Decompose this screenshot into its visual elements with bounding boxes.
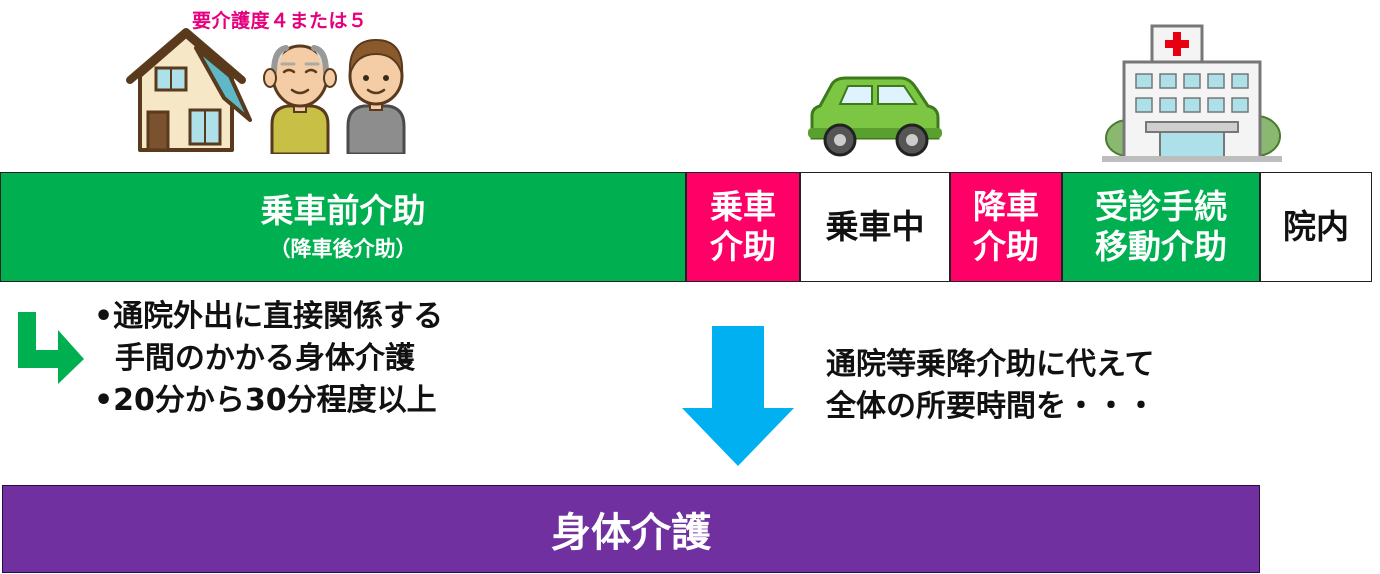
segment-pre-ride-subtitle: （降車後介助） [269, 237, 417, 262]
segment-reception-line2: 移動介助 [1095, 227, 1227, 266]
segment-in-hospital: 院内 [1260, 172, 1372, 282]
condition-line-3: •20分から30分程度以上 [94, 383, 437, 418]
physical-care-result: 身体介護 [2, 485, 1260, 573]
segment-pre-ride-title: 乗車前介助 [260, 191, 426, 231]
segment-reception-line1: 受診手続 [1095, 186, 1227, 226]
segment-alighting-line1: 降車 [973, 186, 1039, 226]
replacement-note-line-2: 全体の所要時間を・・・ [826, 389, 1156, 424]
segment-boarding-line2: 介助 [710, 227, 776, 266]
caregiver-icon [346, 38, 406, 154]
segment-alighting-line2: 介助 [973, 227, 1039, 266]
car-icon [808, 76, 942, 157]
elderly-man-icon [263, 44, 337, 154]
segment-in-car: 乗車中 [800, 172, 950, 282]
segment-reception-assistance: 受診手続 移動介助 [1062, 172, 1260, 282]
segment-in-hospital-label: 院内 [1283, 206, 1349, 246]
segment-pre-ride-assistance: 乗車前介助 （降車後介助） [0, 172, 686, 282]
physical-care-label: 身体介護 [551, 510, 711, 556]
segment-in-car-label: 乗車中 [825, 206, 925, 246]
down-arrow-icon [682, 326, 794, 466]
house-icon [126, 28, 252, 152]
segment-boarding-assistance: 乗車 介助 [686, 172, 800, 282]
condition-list: •通院外出に直接関係する 手間のかかる身体介護 •20分から30分程度以上 [94, 296, 443, 422]
replacement-note-line-1: 通院等乗降介助に代えて [826, 347, 1155, 382]
condition-line-1: •通院外出に直接関係する [94, 299, 444, 334]
segment-alighting-assistance: 降車 介助 [950, 172, 1062, 282]
hospital-icon [1102, 24, 1282, 162]
turn-arrow-icon [18, 312, 84, 384]
condition-line-2: 手間のかかる身体介護 [94, 341, 415, 376]
care-level-caption: 要介護度４または５ [192, 10, 368, 32]
replacement-note: 通院等乗降介助に代えて全体の所要時間を・・・ [826, 344, 1156, 428]
segment-boarding-line1: 乗車 [710, 186, 776, 226]
